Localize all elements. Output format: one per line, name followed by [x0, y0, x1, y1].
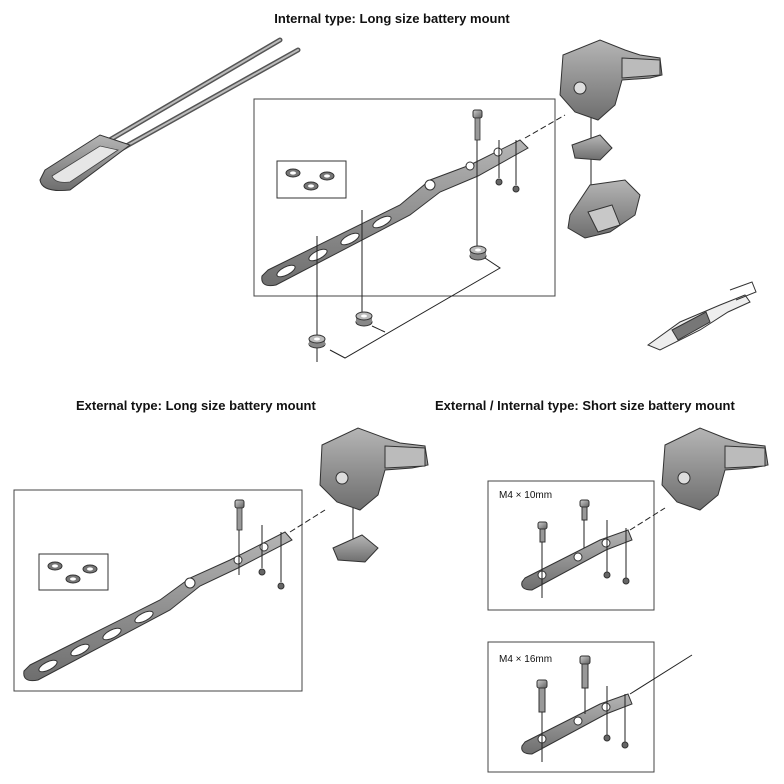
external-long-box — [13, 489, 303, 692]
leader-short-16 — [629, 654, 693, 695]
label-m4-10mm: M4 × 10mm — [499, 490, 553, 501]
washer-set-box-internal — [276, 160, 347, 199]
washer-set-box-external — [38, 553, 109, 591]
rod-tool — [39, 37, 301, 191]
title-short: External / Internal type: Short size bat… — [435, 398, 735, 413]
key-lock-external — [319, 427, 429, 563]
label-m4-16mm: M4 × 16mm — [499, 654, 553, 665]
short-m4-16-box — [487, 641, 655, 773]
short-m4-10-box — [487, 480, 655, 611]
long-plate-internal — [261, 139, 529, 287]
key-lock-short — [661, 427, 769, 511]
leader-external — [289, 509, 326, 533]
key-lock-internal — [559, 39, 663, 239]
leader-internal — [524, 114, 566, 139]
bolt-external — [234, 499, 285, 590]
internal-long-box — [253, 98, 556, 297]
bolt-internal — [472, 109, 520, 248]
spacers-internal — [308, 210, 501, 362]
title-internal-long: Internal type: Long size battery mount — [274, 11, 510, 26]
leader-short — [629, 507, 666, 531]
title-external-long: External type: Long size battery mount — [76, 398, 316, 413]
key — [646, 281, 757, 351]
long-plate-external — [23, 531, 293, 682]
